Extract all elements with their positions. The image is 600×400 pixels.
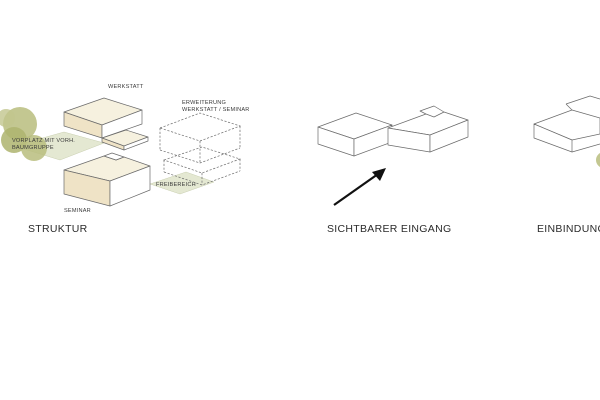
einbindung-step-edge [565,103,573,111]
einbindung-upper-step [565,95,600,105]
tree-canopy [0,109,15,127]
label-werkstatt: WERKSTATT [108,84,144,90]
entrance-arrow-icon [333,168,386,206]
werkstatt-side-right [101,109,143,139]
label-erweiterung-line1: ERWEITERUNG [182,100,226,106]
label-seminar: SEMINAR [64,208,91,214]
label-vorplatz-line2: BAUMGRUPPE [12,145,54,151]
label-vorplatz-line1: VORPLATZ MIT VORH. [12,138,75,144]
erweiterung-top [158,112,242,142]
label-freibereich: FREIBEREICH [156,182,196,188]
label-erweiterung-line2: WERKSTATT / SEMINAR [182,107,250,113]
panel-einbindung: EINBINDUNG [533,95,600,235]
seminar-notch [103,152,125,161]
erweiterung-mid [159,147,241,164]
caption-sichtbarer-eingang: SICHTBARER EINGANG [327,223,451,235]
panel-sichtbarer-eingang: SICHTBARER EINGANG [317,105,469,235]
block-werkstatt [63,97,149,151]
eingang-block-right-side-right [429,119,469,153]
panel-struktur: WERKSTATT ERWEITERUNG WERKSTATT / SEMINA… [0,84,250,235]
block-seminar [63,152,151,207]
werkstatt-wing-side-right [123,136,149,151]
caption-struktur: STRUKTUR [28,223,88,235]
seminar-side-right [109,165,151,207]
einbindung-tree-canopy [596,153,600,167]
block-erweiterung [158,112,242,186]
erweiterung-lower-top [162,146,242,174]
tree-canopy [21,135,47,161]
tree-group [0,107,47,161]
tree-canopy [1,127,27,153]
eingang-block-right-notch [419,105,445,115]
freibereich-ground [149,171,215,195]
caption-einbindung: EINBINDUNG [537,223,600,235]
einbindung-block-edge [571,143,600,153]
